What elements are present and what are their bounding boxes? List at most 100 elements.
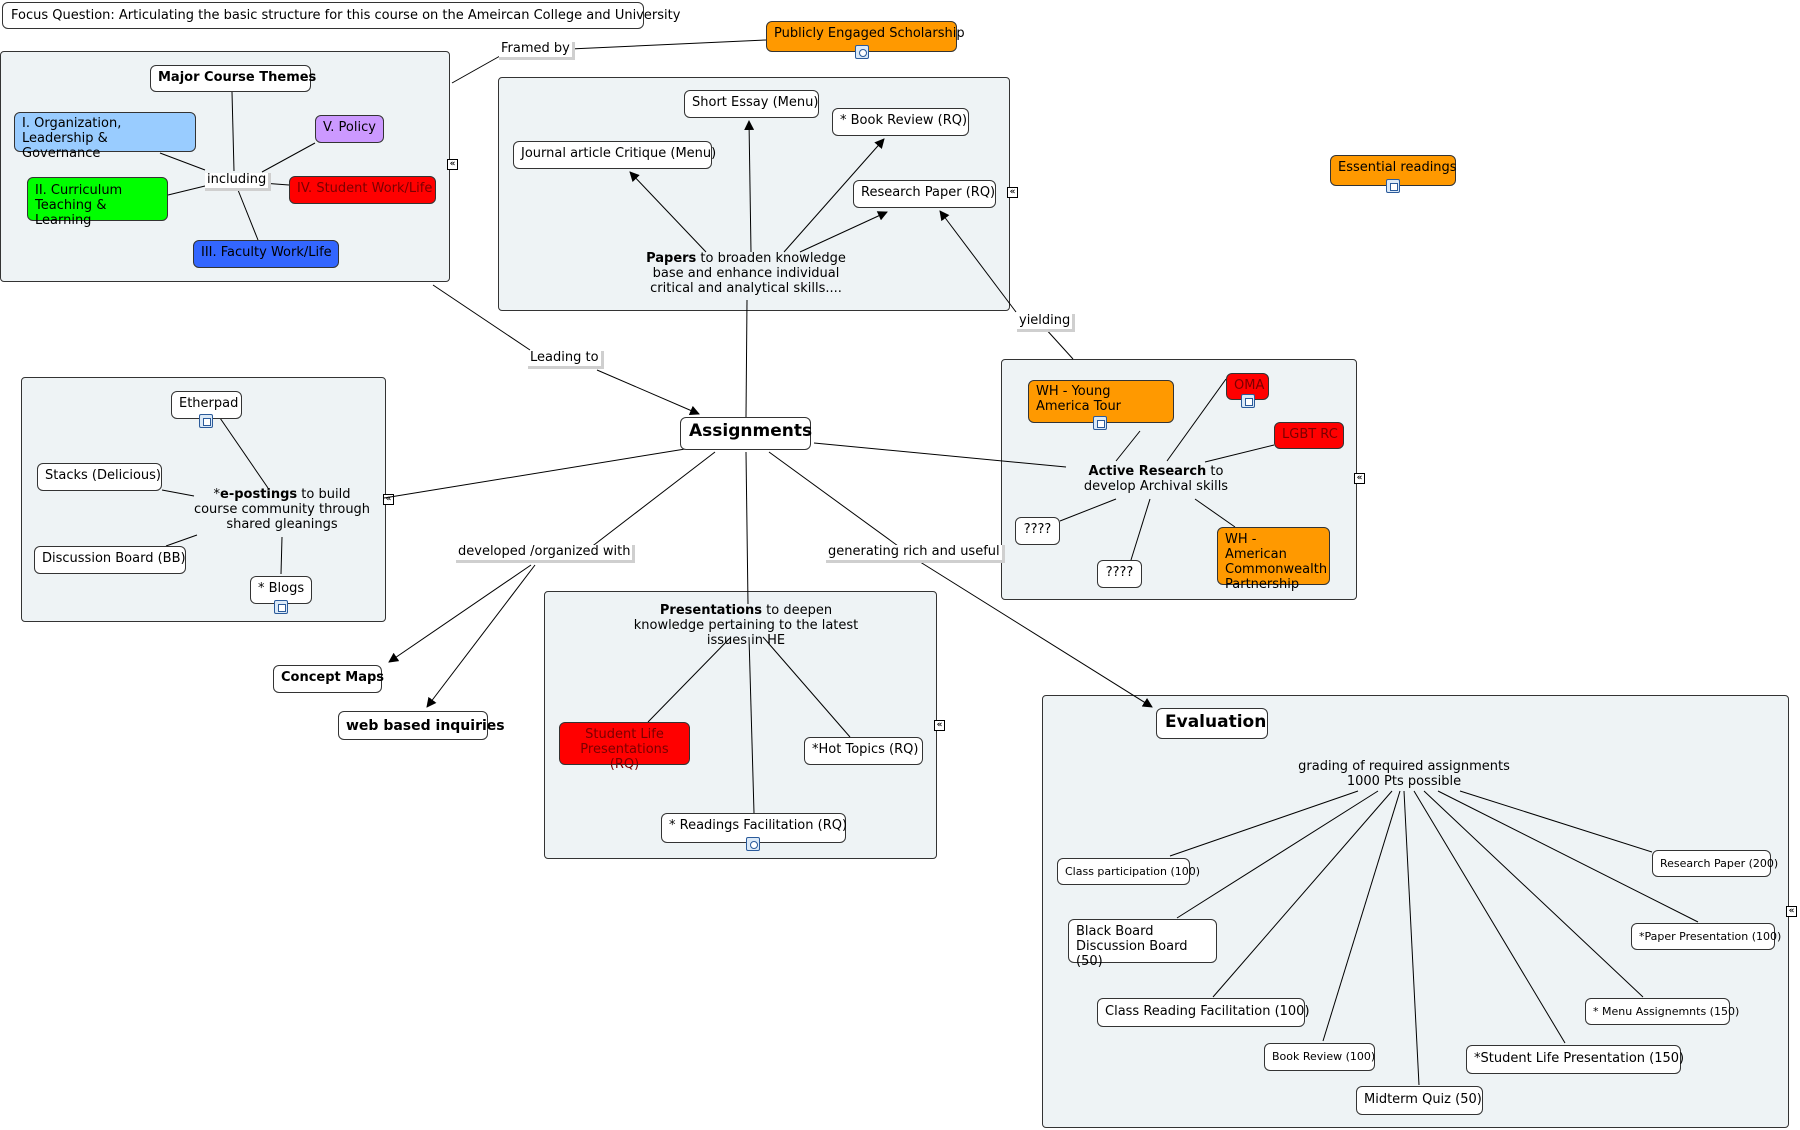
node-theme-organization[interactable]: I. Organization, Leadership & Governance xyxy=(14,112,196,161)
node-short-essay[interactable]: Short Essay (Menu) xyxy=(684,90,819,118)
node-paper-presentation[interactable]: *Paper Presentation (100) xyxy=(1631,923,1781,950)
node-class-participation[interactable]: Class participation (100) xyxy=(1057,858,1200,885)
collapse-papers-toggle[interactable]: « xyxy=(1007,187,1018,198)
node-evaluation[interactable]: Evaluation xyxy=(1156,708,1268,739)
node-oma[interactable]: OMA xyxy=(1226,373,1269,400)
collapse-evaluation-toggle[interactable]: « xyxy=(1786,906,1797,917)
node-label: * Menu Assignemnts (150) xyxy=(1593,1005,1740,1018)
node-label: * Readings Facilitation (RQ) xyxy=(669,818,848,833)
node-papers[interactable]: Papers to broaden knowledge base and enh… xyxy=(630,251,862,300)
node-concept-maps[interactable]: Concept Maps xyxy=(273,665,385,693)
node-label-bold: Papers xyxy=(646,251,697,266)
node-epostings[interactable]: *e-postings to build course community th… xyxy=(190,487,374,534)
link-label-including: including xyxy=(205,172,272,191)
node-active-research[interactable]: Active Research to develop Archival skil… xyxy=(1066,464,1246,499)
focus-question: Focus Question: Articulating the basic s… xyxy=(2,2,680,29)
node-class-reading-facilitation[interactable]: Class Reading Facilitation (100) xyxy=(1097,998,1310,1027)
node-label: Concept Maps xyxy=(281,670,385,685)
node-blogs[interactable]: * Blogs xyxy=(250,576,312,604)
node-label: Black Board Discussion Board (50) xyxy=(1076,924,1188,969)
node-label: Major Course Themes xyxy=(158,70,317,85)
node-label: LGBT RC xyxy=(1282,427,1338,442)
node-label: WH - Young America Tour xyxy=(1036,384,1122,414)
node-question-2[interactable]: ???? xyxy=(1097,560,1142,588)
node-journal-critique[interactable]: Journal article Critique (Menu) xyxy=(513,141,716,169)
resource-icon[interactable] xyxy=(1241,394,1255,408)
node-label-bold: e-postings xyxy=(220,487,298,502)
node-label: Journal article Critique (Menu) xyxy=(521,146,717,161)
node-stacks[interactable]: Stacks (Delicious) xyxy=(37,463,162,491)
node-research-paper[interactable]: Research Paper (RQ) xyxy=(853,180,996,208)
node-label-bold: Active Research xyxy=(1088,464,1207,479)
node-theme-faculty-work-life[interactable]: III. Faculty Work/Life xyxy=(193,240,339,268)
node-theme-policy[interactable]: V. Policy xyxy=(315,115,384,143)
node-menu-assignments[interactable]: * Menu Assignemnts (150) xyxy=(1585,998,1739,1025)
node-grading[interactable]: grading of required assignments 1000 Pts… xyxy=(1294,759,1514,791)
link-label-developed: developed /organized with xyxy=(456,544,636,563)
node-book-review[interactable]: * Book Review (RQ) xyxy=(832,108,969,136)
node-label: * Book Review (RQ) xyxy=(840,113,968,128)
node-label: *Student Life Presentation (150) xyxy=(1474,1051,1685,1066)
node-label: Research Paper (RQ) xyxy=(861,185,996,200)
node-label: grading of required assignments 1000 Pts… xyxy=(1298,759,1510,789)
resource-icon[interactable] xyxy=(1093,416,1107,430)
node-midterm-quiz[interactable]: Midterm Quiz (50) xyxy=(1356,1086,1483,1115)
collapse-active-research-toggle[interactable]: « xyxy=(1354,473,1365,484)
node-major-course-themes[interactable]: Major Course Themes xyxy=(150,65,316,92)
node-assignments[interactable]: Assignments xyxy=(680,417,813,450)
node-label: *Paper Presentation (100) xyxy=(1639,930,1782,943)
node-discussion-board[interactable]: Discussion Board (BB) xyxy=(34,546,186,574)
node-presentations[interactable]: Presentations to deepen knowledge pertai… xyxy=(626,603,866,648)
collapse-themes-toggle[interactable]: « xyxy=(447,159,458,170)
node-theme-curriculum[interactable]: II. Curriculum Teaching & Learning xyxy=(27,177,168,228)
node-label-prefix: * xyxy=(213,487,221,502)
node-label: Publicly Engaged Scholarship xyxy=(774,26,965,41)
node-label: III. Faculty Work/Life xyxy=(201,245,332,260)
node-label: Short Essay (Menu) xyxy=(692,95,819,110)
node-label-bold: Presentations xyxy=(659,603,763,618)
link-label-yielding: yielding xyxy=(1017,313,1076,332)
node-label: II. Curriculum Teaching & Learning xyxy=(35,183,123,228)
node-research-paper-200[interactable]: Research Paper (200) xyxy=(1652,850,1778,877)
node-web-based-inquiries[interactable]: web based inquiries xyxy=(338,711,505,740)
node-label: OMA xyxy=(1234,378,1265,393)
node-student-life-presentations[interactable]: Student Life Presentations (RQ) xyxy=(559,722,690,772)
node-label: to deepen knowledge pertaining to the la… xyxy=(633,603,859,648)
node-label: Midterm Quiz (50) xyxy=(1364,1092,1482,1107)
node-label: Research Paper (200) xyxy=(1660,857,1779,870)
node-hot-topics[interactable]: *Hot Topics (RQ) xyxy=(804,737,923,765)
node-label: to develop Archival skills xyxy=(1083,464,1229,494)
concept-map-link-icon[interactable] xyxy=(855,45,869,59)
node-essential-readings[interactable]: Essential readings xyxy=(1330,155,1457,186)
node-book-review-100[interactable]: Book Review (100) xyxy=(1264,1043,1375,1071)
node-question-1[interactable]: ???? xyxy=(1015,517,1060,545)
node-label: * Blogs xyxy=(258,581,305,596)
node-label: ???? xyxy=(1105,565,1134,580)
node-student-life-presentation-150[interactable]: *Student Life Presentation (150) xyxy=(1466,1045,1685,1074)
node-wh-young-america-tour[interactable]: WH - Young America Tour xyxy=(1028,380,1174,423)
node-label: V. Policy xyxy=(323,120,376,135)
collapse-epostings-toggle[interactable]: « xyxy=(383,494,394,505)
node-label: Assignments xyxy=(689,421,813,441)
node-label: *Hot Topics (RQ) xyxy=(812,742,919,757)
node-label: Essential readings xyxy=(1338,160,1457,175)
collapse-presentations-toggle[interactable]: « xyxy=(934,720,945,731)
node-lgbt-rc[interactable]: LGBT RC xyxy=(1274,422,1344,449)
resource-icon[interactable] xyxy=(274,600,288,614)
node-label: Evaluation xyxy=(1165,712,1267,732)
resource-icon[interactable] xyxy=(1386,179,1400,193)
node-label: ???? xyxy=(1023,522,1052,537)
node-label: Class participation (100) xyxy=(1065,865,1201,878)
node-label: Book Review (100) xyxy=(1272,1050,1376,1063)
node-label: web based inquiries xyxy=(346,718,505,734)
node-blackboard-discussion[interactable]: Black Board Discussion Board (50) xyxy=(1068,919,1217,969)
node-label: Etherpad xyxy=(179,396,239,411)
concept-map-link-icon[interactable] xyxy=(746,837,760,851)
node-label: Discussion Board (BB) xyxy=(42,551,186,566)
node-wh-american-commonwealth[interactable]: WH - American Commonwealth Partnership xyxy=(1217,527,1330,592)
node-theme-student-work-life[interactable]: IV. Student Work/Life xyxy=(289,176,436,204)
resource-icon[interactable] xyxy=(199,414,213,428)
node-label: I. Organization, Leadership & Governance xyxy=(22,116,122,161)
link-label-leading-to: Leading to xyxy=(528,350,604,369)
